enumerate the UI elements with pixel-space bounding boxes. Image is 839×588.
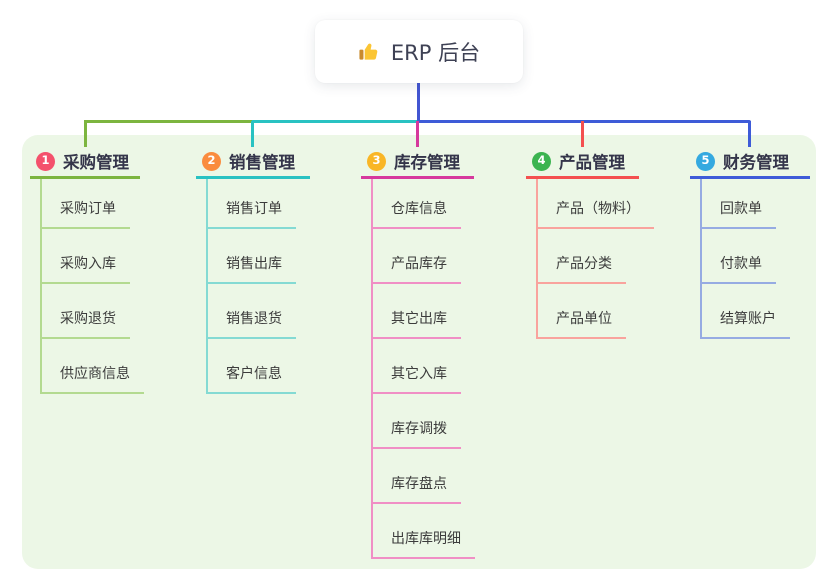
- branch-sales-children: 销售订单 销售出库 销售退货 客户信息: [206, 179, 296, 394]
- child-item[interactable]: 仓库信息: [373, 179, 461, 229]
- branch-purchase-title: 采购管理: [63, 153, 129, 172]
- branch-inventory: 3 库存管理 仓库信息 产品库存 其它出库 其它入库 库存调拨 库存盘点 出库库…: [361, 146, 475, 559]
- root-trunk-line: [417, 83, 420, 121]
- branch-product-children: 产品（物料） 产品分类 产品单位: [536, 179, 654, 339]
- child-item[interactable]: 产品（物料）: [538, 179, 654, 229]
- drop-line-purchase: [84, 121, 87, 147]
- badge-5-icon: 5: [696, 151, 715, 171]
- child-item[interactable]: 采购退货: [42, 284, 130, 339]
- branch-product: 4 产品管理 产品（物料） 产品分类 产品单位: [526, 146, 654, 339]
- mindmap-canvas-panel: [22, 135, 816, 569]
- child-item[interactable]: 产品单位: [538, 284, 626, 339]
- branch-purchase-label[interactable]: 1 采购管理: [30, 146, 140, 179]
- child-item[interactable]: 销售订单: [208, 179, 296, 229]
- drop-line-product: [581, 121, 584, 147]
- child-item[interactable]: 产品库存: [373, 229, 461, 284]
- branch-sales: 2 销售管理 销售订单 销售出库 销售退货 客户信息: [196, 146, 310, 394]
- bus-segment-finance: [417, 120, 751, 123]
- bus-segment-purchase: [84, 120, 254, 123]
- branch-inventory-label[interactable]: 3 库存管理: [361, 146, 474, 179]
- bus-segment-sales: [252, 120, 419, 123]
- child-item[interactable]: 库存盘点: [373, 449, 461, 504]
- branch-inventory-children: 仓库信息 产品库存 其它出库 其它入库 库存调拨 库存盘点 出库库明细: [371, 179, 475, 559]
- child-item[interactable]: 回款单: [702, 179, 776, 229]
- child-item[interactable]: 采购入库: [42, 229, 130, 284]
- badge-1-icon: 1: [36, 151, 55, 171]
- branch-finance-children: 回款单 付款单 结算账户: [700, 179, 790, 339]
- thumbs-up-icon: [358, 40, 381, 63]
- root-node-label: ERP 后台: [390, 40, 481, 65]
- badge-4-icon: 4: [532, 151, 551, 171]
- child-item[interactable]: 销售出库: [208, 229, 296, 284]
- drop-line-inventory: [416, 121, 419, 147]
- branch-inventory-title: 库存管理: [394, 153, 460, 172]
- root-node[interactable]: ERP 后台: [315, 20, 523, 83]
- branch-purchase-children: 采购订单 采购入库 采购退货 供应商信息: [40, 179, 144, 394]
- child-item[interactable]: 产品分类: [538, 229, 626, 284]
- badge-3-icon: 3: [367, 151, 386, 171]
- branch-product-label[interactable]: 4 产品管理: [526, 146, 639, 179]
- child-item[interactable]: 销售退货: [208, 284, 296, 339]
- child-item[interactable]: 其它入库: [373, 339, 461, 394]
- branch-finance-title: 财务管理: [723, 153, 789, 172]
- branch-finance-label[interactable]: 5 财务管理: [690, 146, 810, 179]
- branch-finance: 5 财务管理 回款单 付款单 结算账户: [690, 146, 810, 339]
- child-item[interactable]: 供应商信息: [42, 339, 144, 394]
- branch-sales-label[interactable]: 2 销售管理: [196, 146, 310, 179]
- child-item[interactable]: 库存调拨: [373, 394, 461, 449]
- drop-line-finance: [748, 121, 751, 147]
- child-item[interactable]: 付款单: [702, 229, 776, 284]
- branch-sales-title: 销售管理: [229, 153, 295, 172]
- branch-product-title: 产品管理: [559, 153, 625, 172]
- child-item[interactable]: 其它出库: [373, 284, 461, 339]
- child-item[interactable]: 出库库明细: [373, 504, 475, 559]
- child-item[interactable]: 客户信息: [208, 339, 296, 394]
- branch-purchase: 1 采购管理 采购订单 采购入库 采购退货 供应商信息: [30, 146, 144, 394]
- child-item[interactable]: 采购订单: [42, 179, 130, 229]
- badge-2-icon: 2: [202, 151, 221, 171]
- drop-line-sales: [251, 121, 254, 147]
- child-item[interactable]: 结算账户: [702, 284, 790, 339]
